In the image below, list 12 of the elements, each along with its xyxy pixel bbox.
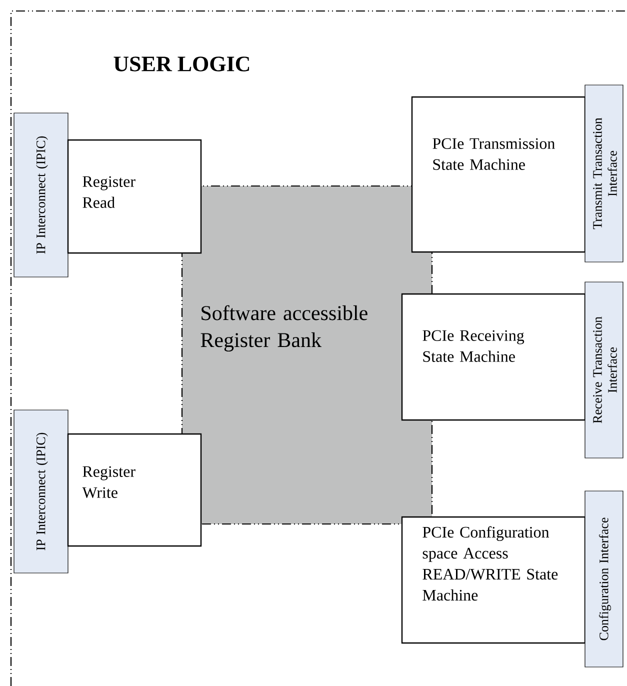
block-box: PCIe Transmission State Machine [411, 96, 586, 253]
block-box: Register Write [67, 433, 202, 547]
interface-box: IP Interconnect (IPIC) [14, 410, 68, 574]
block-box: Register Read [67, 139, 202, 254]
title: USER LOGIC [114, 56, 250, 72]
region-frame [10, 10, 627, 686]
interface-box: Receive Transaction Interface [584, 282, 624, 458]
block-box: PCIe Receiving State Machine [401, 293, 586, 421]
block-box: PCIe Configuration space Access READ/WRITE State Machine [401, 516, 586, 644]
interface-box: Transmit Transaction Interface [584, 84, 624, 262]
interface-box: Configuration Interface [584, 490, 624, 668]
interface-box: IP Interconnect (IPIC) [14, 112, 68, 278]
